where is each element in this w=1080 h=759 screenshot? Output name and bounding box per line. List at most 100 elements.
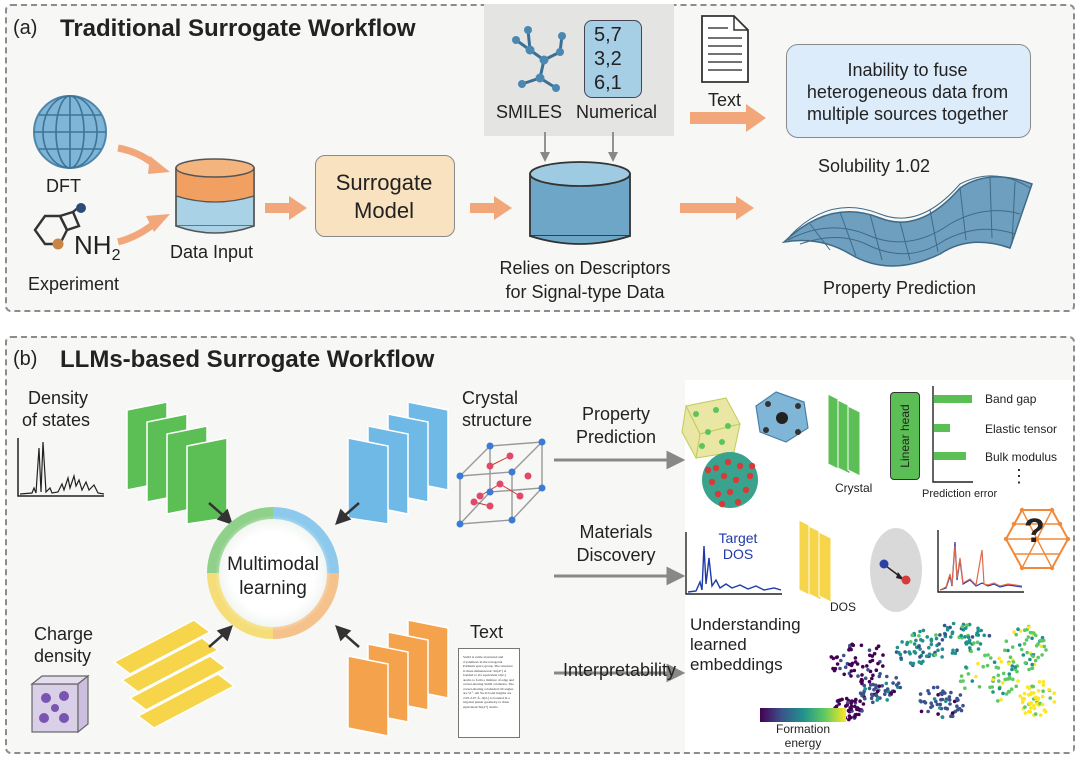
embedding-point [874, 668, 879, 672]
embedding-point [999, 659, 1004, 664]
embedding-point [1030, 662, 1034, 667]
embedding-point [1027, 625, 1031, 629]
embedding-point [1042, 708, 1047, 712]
embedding-point [936, 712, 940, 716]
embedding-point [1030, 666, 1034, 671]
output-elastic-tensor: Elastic tensor [985, 422, 1058, 436]
embedding-point [853, 704, 857, 709]
embedding-point [921, 628, 926, 633]
task-property-line-2: Prediction [575, 427, 657, 447]
formation-energy-line-1: Formation [775, 722, 831, 736]
embedding-point [919, 709, 924, 714]
embedding-point [898, 652, 903, 657]
embedding-point [940, 647, 945, 651]
embedding-point [931, 685, 936, 690]
prediction-bars [932, 386, 973, 483]
inability-box [786, 44, 1031, 138]
data-input-label: Data Input [170, 242, 254, 262]
embedding-point [1047, 687, 1051, 692]
embedding-point [948, 625, 952, 630]
embedding-point [868, 653, 872, 658]
linear-head-box [890, 392, 920, 480]
task-property-line-1: Property [581, 404, 651, 424]
embedding-point [1027, 709, 1031, 714]
crystal-encoder-label: Crystal [835, 481, 873, 495]
embedding-point [991, 690, 995, 694]
embedding-point [1014, 632, 1018, 637]
embedding-point [898, 685, 903, 690]
embedding-point [965, 623, 969, 627]
numerical-row-1: 5,7 [594, 24, 622, 46]
embedding-point [1027, 701, 1032, 706]
embedding-point [1013, 665, 1018, 669]
arrow-to-inability [690, 104, 766, 132]
embedding-point [863, 696, 867, 701]
hexagonal-lattice-icon [1003, 507, 1071, 571]
target-dos-line-1: Target [718, 530, 758, 546]
arrow-to-descriptors [470, 196, 512, 220]
embedding-point [1025, 685, 1030, 689]
charge-label-2: density [34, 646, 92, 666]
embedding-point [1019, 647, 1024, 652]
embedding-point [910, 633, 914, 637]
embedding-point [1004, 692, 1009, 696]
embedding-point [849, 701, 853, 706]
embedding-point [979, 628, 983, 633]
embedding-point [891, 681, 895, 685]
embedding-point [1021, 653, 1026, 657]
text-document-icon [701, 15, 749, 83]
embedding-point [953, 651, 958, 655]
embedding-point [1030, 636, 1034, 641]
latent-space-icon [870, 528, 922, 612]
embedding-point [871, 700, 875, 705]
embedding-point [1029, 706, 1033, 710]
embedding-point [1036, 689, 1041, 693]
embedding-point [858, 699, 862, 703]
embedding-point [857, 712, 861, 717]
embedding-point [1018, 629, 1023, 633]
text-label-a: Text [708, 90, 742, 110]
charge-density-icon [30, 674, 90, 734]
embedding-point [903, 650, 907, 654]
numerical-box [584, 20, 642, 98]
embedding-point [926, 709, 930, 714]
embedding-point [997, 656, 1001, 661]
embedding-point [849, 674, 853, 678]
embedding-point [1021, 698, 1025, 702]
surrogate-label-2: Model [354, 198, 414, 223]
embedding-point [869, 692, 874, 697]
embedding-point [987, 633, 992, 638]
embedding-point [940, 655, 944, 659]
embedding-point [865, 664, 869, 668]
understanding-line-1: Understanding [690, 615, 801, 634]
embedding-point [960, 625, 964, 629]
embedding-point [849, 647, 853, 652]
embedding-point [1041, 689, 1045, 693]
numerical-row-3: 6,1 [594, 72, 622, 94]
embedding-point [1032, 706, 1037, 711]
embedding-point [884, 681, 889, 686]
task-interpretability: Interpretability [562, 660, 677, 680]
embedding-point [972, 641, 976, 645]
embedding-point [869, 696, 874, 701]
embedding-point [963, 686, 967, 690]
embedding-point [908, 652, 912, 656]
multimodal-label-1: Multimodal [227, 554, 319, 575]
embedding-point [842, 672, 846, 677]
embedding-point [1033, 712, 1038, 716]
dos-encoder-label: DOS [830, 600, 857, 614]
embedding-point [1034, 695, 1038, 700]
embedding-point [1031, 654, 1035, 659]
embedding-point [875, 689, 880, 694]
embedding-point [860, 673, 864, 677]
embedding-point [1041, 683, 1046, 687]
embedding-point [875, 698, 879, 702]
text-document-b: SnO2 is rutile structured and crystalliz… [458, 648, 520, 738]
target-dos-line-2: DOS [722, 546, 754, 562]
embedding-point [961, 679, 965, 683]
embedding-point [999, 698, 1003, 702]
embedding-point [990, 685, 995, 689]
embedding-point [1031, 684, 1035, 689]
embedding-point [921, 659, 925, 664]
embedding-point [1023, 705, 1027, 709]
